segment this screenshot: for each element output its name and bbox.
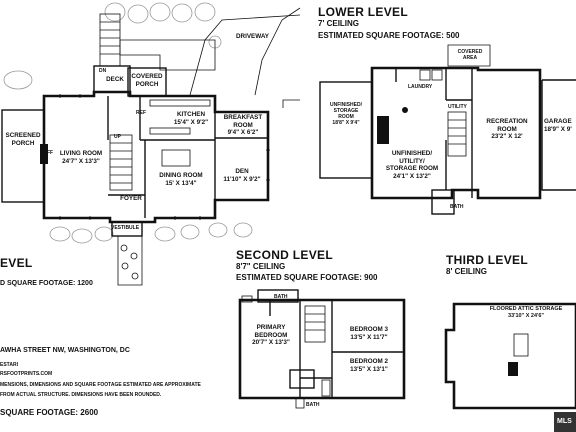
dining-room-label: DINING ROOM 15' X 13'4" <box>159 172 203 187</box>
utility-label: UTILITY <box>448 104 467 110</box>
covered-porch-label: COVERED PORCH <box>131 73 163 88</box>
lower-bath-label: BATH <box>450 204 464 210</box>
footer-disclaimer-1: MENSIONS, DIMENSIONS AND SQUARE FOOTAGE … <box>0 382 201 388</box>
unfinished-utility-label: UNFINISHED/ UTILITY/ STORAGE ROOM 24'1" … <box>385 150 439 180</box>
bath-bottom-label: BATH <box>306 402 320 408</box>
vestibule-label: VESTIBULE <box>111 225 140 231</box>
driveway-label: DRIVEWAY <box>236 33 270 40</box>
foyer-label: FOYER <box>120 195 142 202</box>
laundry-label: LAUNDRY <box>408 84 433 90</box>
covered-area-label: COVERED AREA <box>457 49 483 61</box>
main-level-plan <box>1 2 301 286</box>
ref-label: REF <box>136 110 146 116</box>
second-level-ceiling: 8'7" CEILING <box>236 262 286 271</box>
recreation-room-label: RECREATION ROOM 23'2" X 12' <box>486 118 528 140</box>
breakfast-room-label: BREAKFAST ROOM 9'4" X 6'2" <box>223 114 263 136</box>
dn-label: DN <box>99 68 107 74</box>
address: AWHA STREET NW, WASHINGTON, DC <box>0 347 130 354</box>
third-level-ceiling: 8' CEILING <box>446 267 488 276</box>
up-label: UP <box>114 134 121 140</box>
bedroom2-label: BEDROOM 2 13'5" X 13'1" <box>349 358 389 373</box>
den-label: DEN 11'10" X 9'2" <box>223 168 261 183</box>
trees-bottom <box>49 222 253 244</box>
kitchen-label: KITCHEN 15'4" X 9'2" <box>173 111 209 126</box>
living-room-label: LIVING ROOM 24'7" X 13'3" <box>59 150 103 165</box>
third-level-heading: THIRD LEVEL <box>446 253 528 267</box>
deck-label: DECK <box>106 76 124 83</box>
garage-label: GARAGE 18'9" X 9' <box>544 118 572 133</box>
primary-bedroom-label: PRIMARY BEDROOM 20'7" X 13'3" <box>252 324 290 346</box>
screened-porch-label: SCREENED PORCH <box>5 132 41 147</box>
second-level-plan <box>238 289 406 409</box>
trees-top <box>3 2 222 90</box>
bedroom3-label: BEDROOM 3 13'5" X 11'7" <box>349 326 389 341</box>
footer-line2: ESTARI <box>0 362 18 368</box>
total-sqft: SQUARE FOOTAGE: 2600 <box>0 408 99 417</box>
deck-steps <box>99 13 121 67</box>
footer-disclaimer-2: FROM ACTUAL STRUCTURE. DIMENSIONS HAVE B… <box>0 392 162 398</box>
ff-label: FF <box>47 150 54 156</box>
lower-level-sqft: ESTIMATED SQUARE FOOTAGE: 500 <box>318 31 460 40</box>
unfinished-storage-label: UNFINISHED/ STORAGE ROOM 18'8" X 9'4" <box>330 102 362 126</box>
attic-label: FLOORED ATTIC STORAGE 33'10" X 24'6" <box>489 306 563 319</box>
second-level-heading: SECOND LEVEL <box>236 248 333 262</box>
footer-website: RSFOOTPRINTS.COM <box>0 371 53 377</box>
second-level-sqft: ESTIMATED SQUARE FOOTAGE: 900 <box>236 273 378 282</box>
main-level-heading: EVEL <box>0 256 33 270</box>
lower-level-ceiling: 7' CEILING <box>318 19 360 28</box>
lower-level-plan <box>319 44 576 215</box>
lower-level-heading: LOWER LEVEL <box>318 5 408 19</box>
main-level-sqft: D SQUARE FOOTAGE: 1200 <box>0 280 93 287</box>
third-level-plan <box>444 302 576 410</box>
mls-watermark: MLS <box>557 418 572 425</box>
bath-top-label: BATH <box>274 294 288 300</box>
